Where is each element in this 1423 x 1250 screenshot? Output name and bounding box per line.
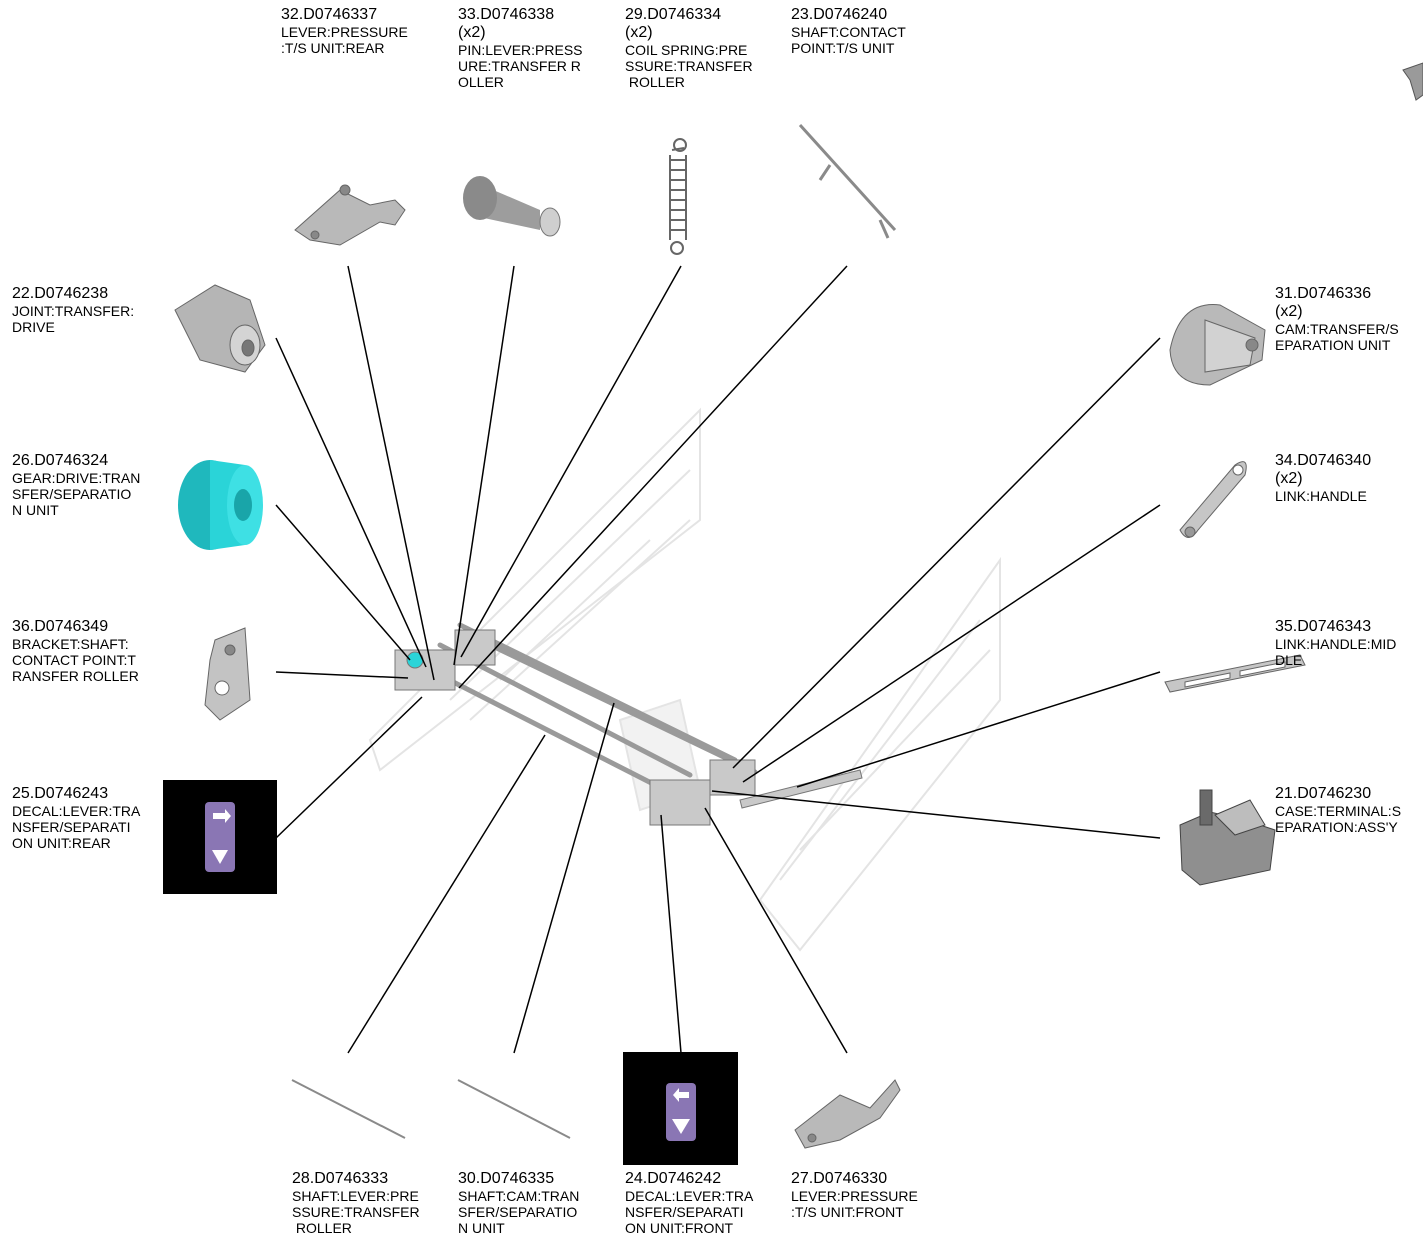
partial-part-top-right [1402,62,1423,101]
part-33-pin-lever [463,176,561,237]
part-34-link-handle [1179,461,1247,538]
label-part-29: 29.D0746334 (x2) COIL SPRING:PRE SSURE:T… [625,6,753,90]
label-part-30: 30.D0746335 SHAFT:CAM:TRAN SFER/SEPARATI… [458,1170,580,1236]
part-29-coil-spring [669,138,687,255]
part-28-shaft-lever [291,1079,406,1139]
part-35-link-handle-middle [1164,654,1306,693]
part-32-lever-pressure-rear [294,184,406,246]
label-part-27: 27.D0746330 LEVER:PRESSURE :T/S UNIT:FRO… [791,1170,918,1220]
part-27-lever-pressure-front [794,1079,901,1149]
label-part-33: 33.D0746338 (x2) PIN:LEVER:PRESS URE:TRA… [458,6,583,90]
part-21-case-terminal [1179,789,1276,886]
part-31-cam-transfer [1169,304,1266,386]
ghost-frame [368,407,1001,952]
label-part-34: 34.D0746340 (x2) LINK:HANDLE [1275,452,1372,504]
part-26-gear-drive [178,460,263,550]
decal-rear [163,780,277,894]
label-part-21: 21.D0746230 CASE:TERMINAL:S EPARATION:AS… [1275,785,1402,835]
part-23-shaft-contact [798,123,897,239]
front-assembly [649,759,863,826]
label-part-26: 26.D0746324 GEAR:DRIVE:TRAN SFER/SEPARAT… [12,452,141,518]
part-36-bracket-shaft [204,627,251,721]
label-part-36: 36.D0746349 BRACKET:SHAFT: CONTACT POINT… [12,618,139,684]
label-part-31: 31.D0746336 (x2) CAM:TRANSFER/S EPARATIO… [1275,285,1399,353]
label-part-32: 32.D0746337 LEVER:PRESSURE :T/S UNIT:REA… [281,6,408,56]
leader-lines [275,265,1161,1054]
label-part-22: 22.D0746238 JOINT:TRANSFER: DRIVE [12,285,135,335]
label-part-25: 25.D0746243 DECAL:LEVER:TRA NSFER/SEPARA… [12,785,141,851]
label-part-35: 35.D0746343 LINK:HANDLE:MID DLE [1275,618,1397,668]
rear-assembly [394,629,496,691]
part-30-shaft-cam [457,1079,571,1139]
part-22-joint-transfer [174,284,266,373]
decal-front [623,1052,738,1165]
label-part-23: 23.D0746240 SHAFT:CONTACT POINT:T/S UNIT [791,6,906,56]
label-part-28: 28.D0746333 SHAFT:LEVER:PRE SSURE:TRANSF… [292,1170,420,1236]
label-part-24: 24.D0746242 DECAL:LEVER:TRA NSFER/SEPARA… [625,1170,754,1236]
